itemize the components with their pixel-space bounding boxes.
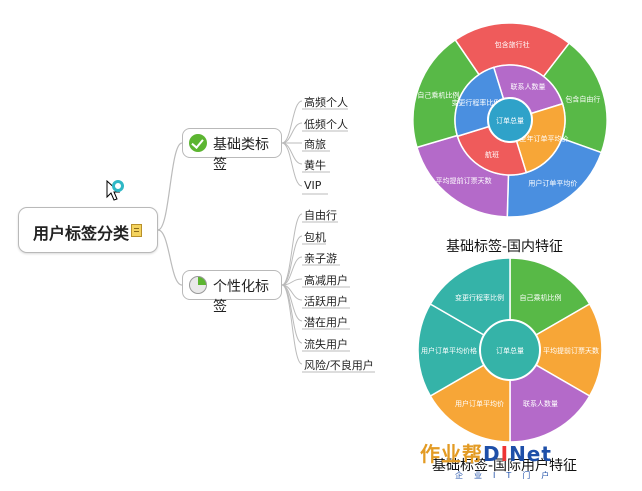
watermark-text: I — [500, 442, 510, 466]
leaf-node[interactable]: 低频个人 — [304, 118, 348, 131]
leaf-node[interactable]: 黄牛 — [304, 159, 326, 172]
center-label: 订单总量 — [496, 346, 524, 355]
watermark-logo: 作业帮DINet — [420, 438, 552, 467]
watermark-text: Net — [509, 442, 552, 466]
slice-label: 联系人数量 — [523, 399, 558, 408]
leaf-node[interactable]: 自由行 — [304, 209, 337, 222]
leaf-node[interactable]: 风险/不良用户 — [304, 359, 374, 372]
slice-label: 变更行程率比例 — [455, 293, 504, 302]
slice-label: 平均提前订票天数 — [436, 176, 492, 185]
leaf-node[interactable]: 商旅 — [304, 138, 326, 151]
watermark-subtext: 企业IT门户 — [455, 471, 561, 480]
root-label: 用户标签分类 — [33, 224, 130, 243]
watermark-text: D — [483, 442, 501, 466]
slice-label: 自己乘机比例 — [520, 293, 562, 302]
center-circle[interactable] — [479, 319, 541, 381]
slice-label: 航班 — [485, 150, 499, 159]
watermark-text: 作业帮 — [420, 442, 483, 466]
branch-label: 基础类标签 — [213, 137, 269, 173]
leaf-node[interactable]: 活跃用户 — [304, 295, 348, 308]
check-icon — [189, 134, 207, 152]
root-node[interactable]: 用户标签分类 — [18, 207, 158, 253]
leaf-node[interactable]: 流失用户 — [304, 338, 348, 351]
note-icon[interactable] — [131, 224, 142, 237]
mouse-cursor-icon — [106, 180, 120, 201]
busy-ring-icon — [112, 180, 124, 192]
slice-label: 联系人数量 — [510, 82, 545, 91]
branch-node-basic[interactable]: 基础类标签 — [182, 128, 282, 173]
pie-progress-icon — [189, 276, 207, 294]
center-circle[interactable] — [487, 97, 533, 143]
slice-label: 全年订单平均价 — [520, 134, 569, 143]
slice-label: 包含自由行 — [565, 95, 600, 104]
leaf-node[interactable]: 包机 — [304, 231, 326, 244]
slice-label: 自己乘机比例 — [417, 90, 459, 99]
leaf-node[interactable]: VIP — [304, 179, 322, 192]
leaf-node[interactable]: 高频个人 — [304, 96, 348, 109]
leaf-node[interactable]: 亲子游 — [304, 252, 337, 265]
slice-label: 用户订单平均价 — [455, 399, 504, 408]
slice-label: 用户订单平均价格 — [421, 346, 477, 355]
chart-title: 基础标签-国内特征 — [446, 239, 564, 255]
slice-label: 变更行程率比例 — [451, 98, 500, 107]
slice-label: 包含旅行社 — [495, 40, 530, 49]
chart-title: 基础标签-国际用户特征 — [432, 458, 578, 474]
slice-label: 平均提前订票天数 — [543, 346, 599, 355]
slice-label: 用户订单平均价 — [528, 179, 577, 188]
center-label: 订单总量 — [496, 116, 524, 125]
leaf-node[interactable]: 潜在用户 — [304, 316, 348, 329]
leaf-node[interactable]: 高减用户 — [304, 274, 348, 287]
branch-label: 个性化标签 — [213, 279, 269, 315]
branch-node-personal[interactable]: 个性化标签 — [182, 270, 282, 315]
